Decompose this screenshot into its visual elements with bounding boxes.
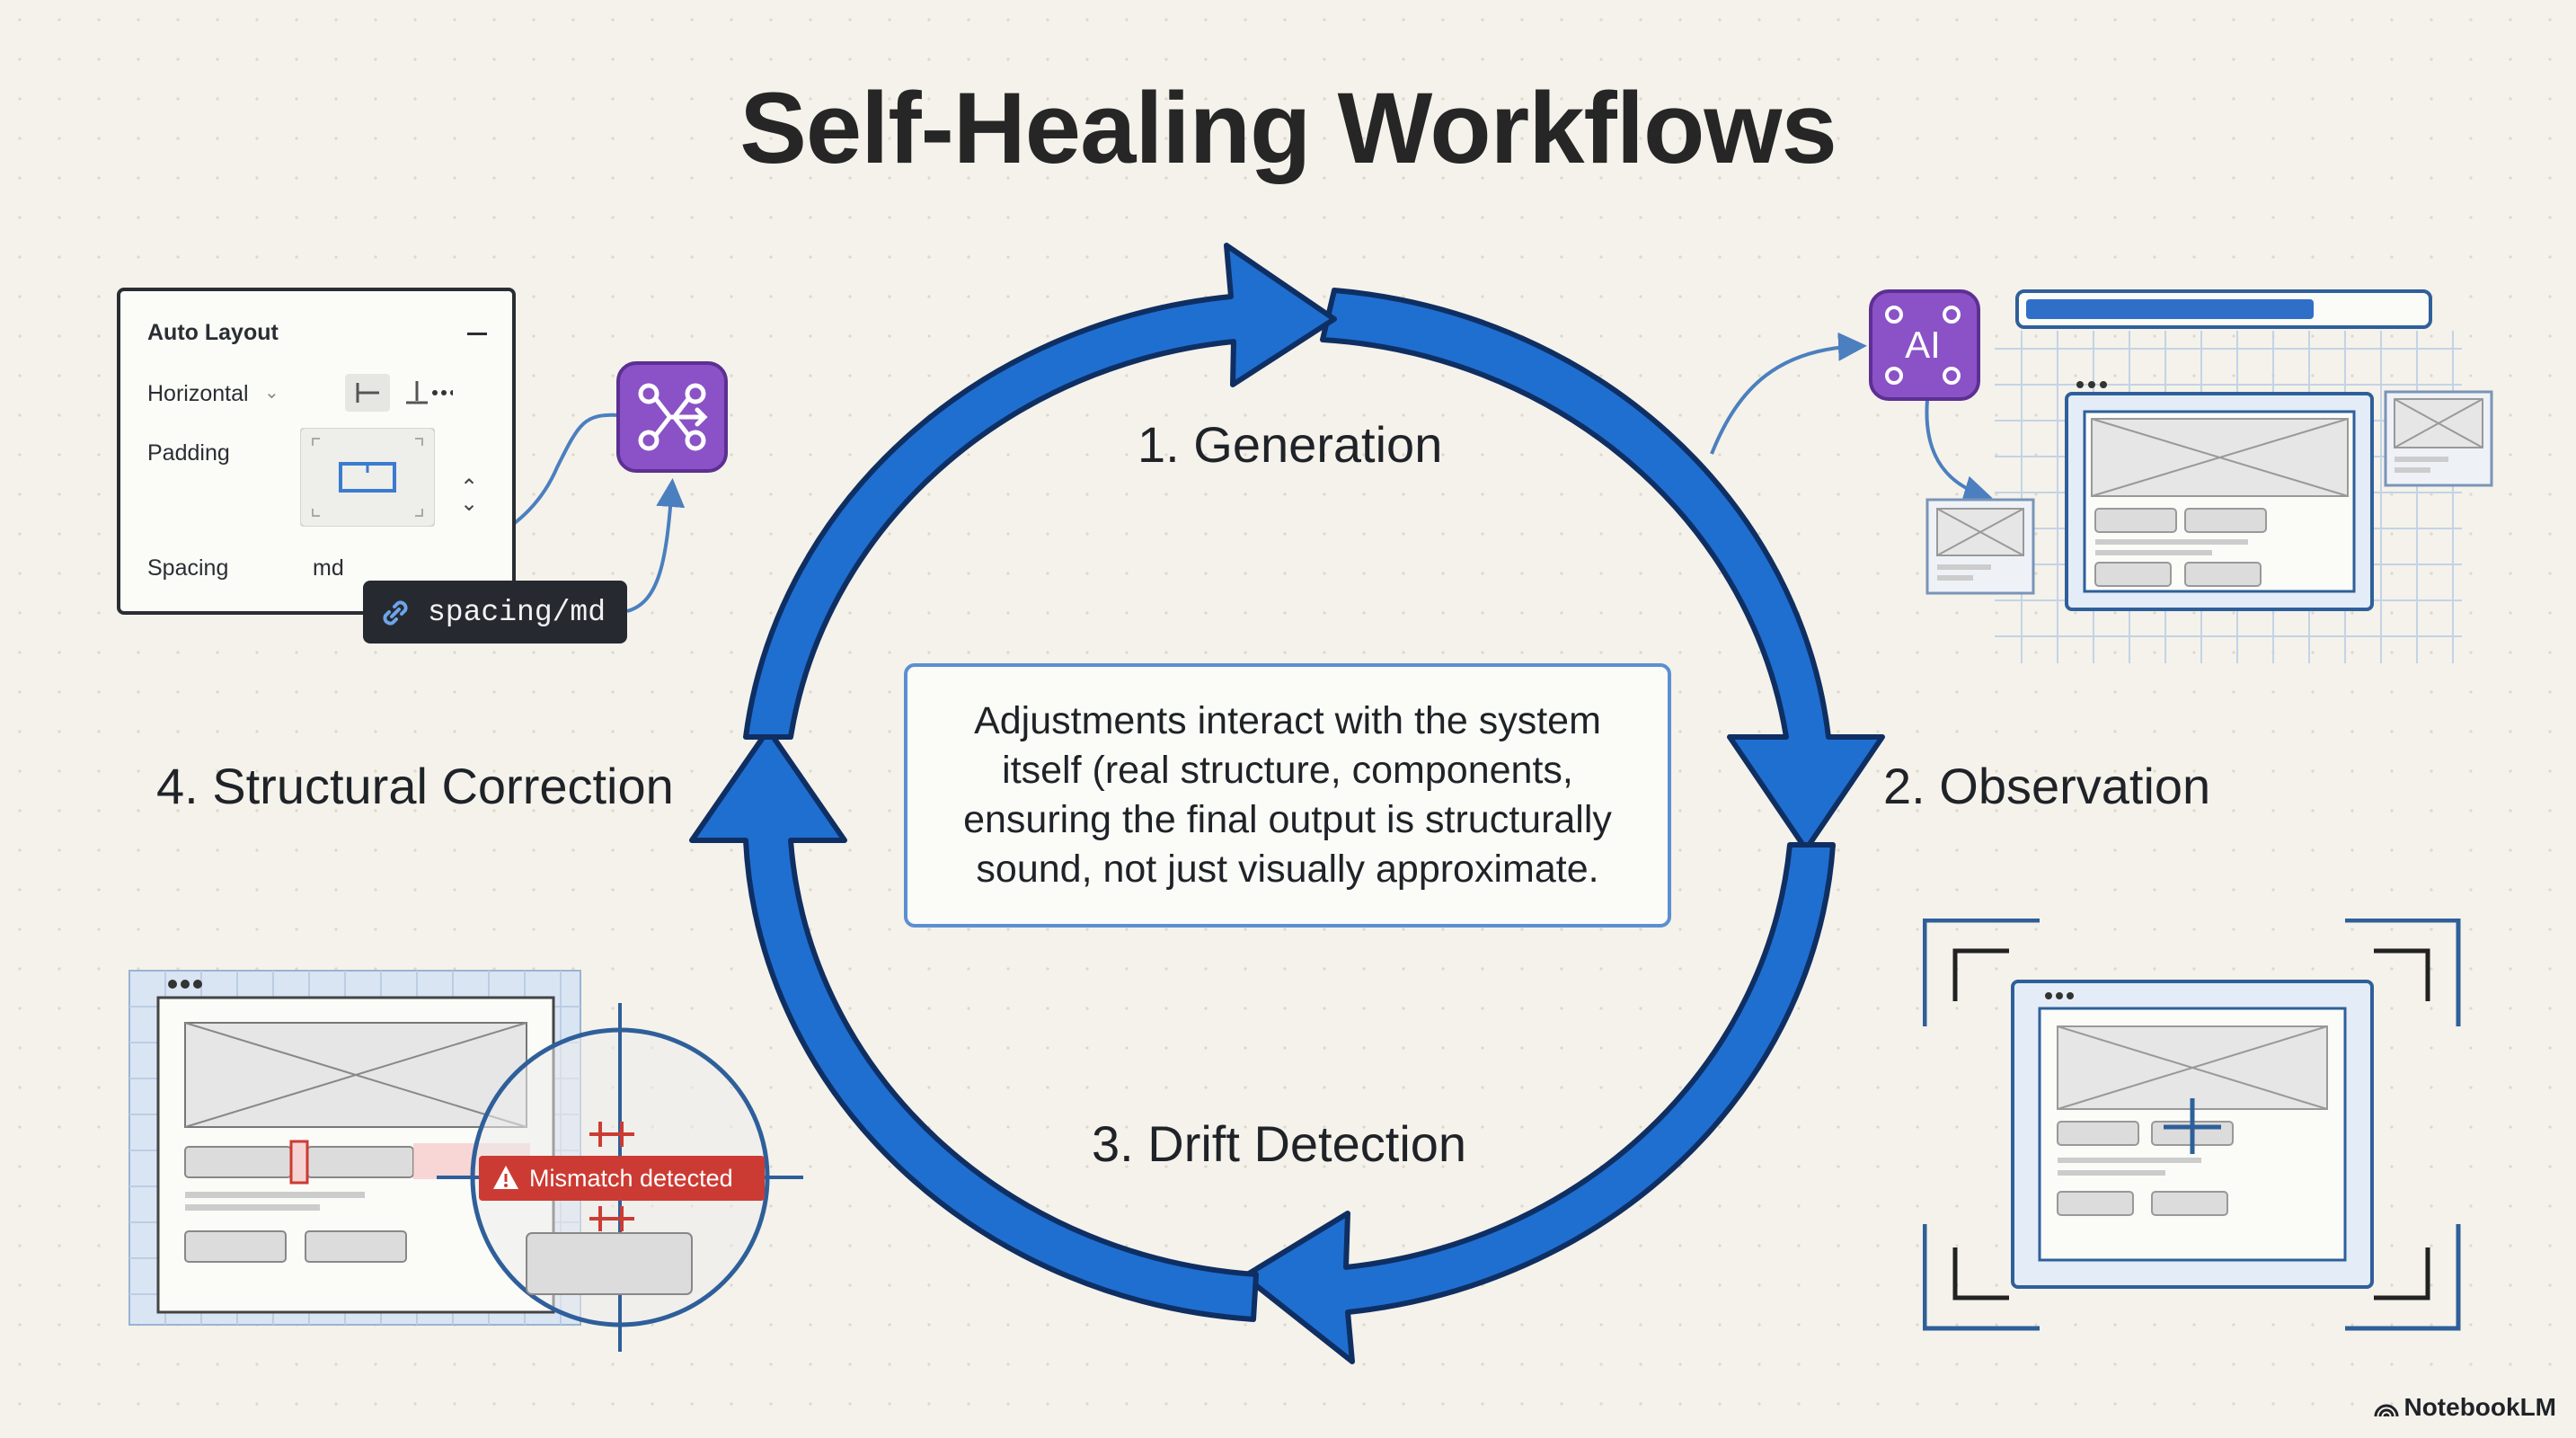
page-title: Self-Healing Workflows: [739, 72, 1837, 184]
network-icon: [616, 361, 728, 473]
auto-layout-title: Auto Layout: [147, 320, 279, 345]
arrow-observation-to-drift: [1242, 842, 1836, 1364]
wire-ai-to-card: [1925, 399, 1993, 504]
stepper-icon[interactable]: ⌃⌄: [460, 475, 479, 516]
wire-chip-to-node: [626, 478, 686, 613]
arrow-drift-to-correction: [689, 727, 1259, 1322]
spacing-label: Spacing: [147, 555, 229, 581]
arrow-generation-to-observation: [1320, 288, 1885, 852]
stage-observation-label: 2. Observation: [1883, 758, 2211, 814]
notebooklm-brand: NotebookLM: [2373, 1393, 2556, 1422]
observation-illustration: [1925, 289, 2493, 663]
spacing-value[interactable]: md: [313, 555, 344, 581]
warning-icon: [493, 1166, 518, 1189]
center-explanation-box: Adjustments interact with the system its…: [904, 663, 1671, 928]
align-icons[interactable]: [345, 370, 453, 415]
auto-layout-panel: Auto Layout Horizontal ⌄ Padding ⌃⌄ Spac…: [117, 288, 516, 615]
collapse-icon[interactable]: [467, 333, 487, 335]
stage-drift-detection-label: 3. Drift Detection: [1092, 1115, 1467, 1172]
ai-network-icon: AI: [1869, 289, 1980, 401]
spacing-token-label: spacing/md: [428, 595, 606, 629]
mismatch-alert-badge: Mismatch detected: [479, 1156, 765, 1201]
link-icon: [383, 600, 408, 626]
wire-cycle-to-ai: [1710, 332, 1867, 455]
drift-detection-illustration: [1923, 919, 2461, 1331]
arrow-correction-to-generation: [743, 243, 1337, 740]
stage-structural-correction-label: 4. Structural Correction: [156, 758, 674, 814]
mismatch-label: Mismatch detected: [529, 1164, 733, 1192]
padding-label: Padding: [147, 440, 230, 466]
ai-badge-text: AI: [1905, 324, 1941, 366]
center-explanation-text: Adjustments interact with the system its…: [963, 699, 1612, 891]
chevron-down-icon[interactable]: ⌄: [264, 383, 279, 403]
notebooklm-logo-icon: [2374, 1404, 2399, 1417]
padding-box-icon[interactable]: [300, 428, 435, 527]
direction-label[interactable]: Horizontal: [147, 381, 249, 406]
stage-generation-label: 1. Generation: [1138, 416, 1443, 473]
spacing-token-chip[interactable]: spacing/md: [363, 581, 627, 644]
brand-text: NotebookLM: [2403, 1393, 2556, 1421]
